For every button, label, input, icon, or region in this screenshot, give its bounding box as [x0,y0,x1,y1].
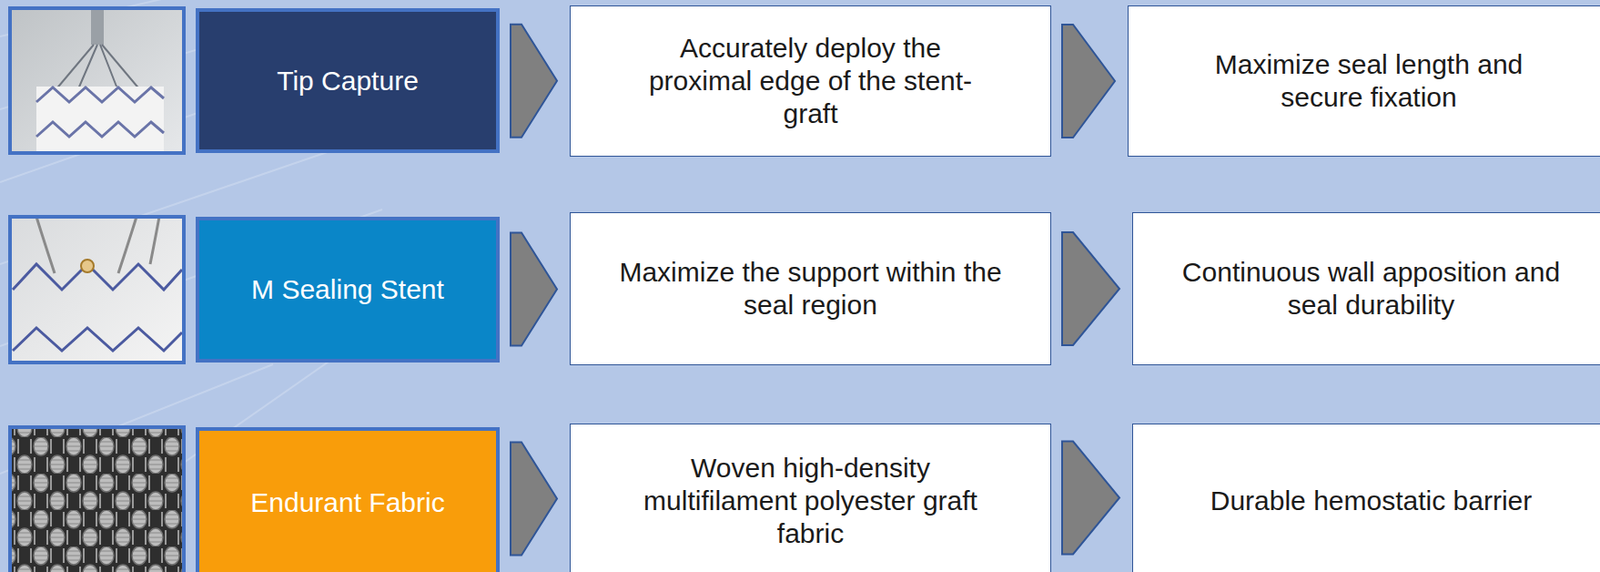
box-text: Maximize seal length and secure fixation [1214,48,1524,114]
sealing-stent-photo [10,216,184,363]
feature-label-box: Endurant Fabric [195,426,500,572]
chevron-arrow [510,24,557,138]
description-box: Woven high-density multifilament polyest… [569,423,1052,572]
description-box: Durable hemostatic barrier [1132,423,1600,572]
box-text: Woven high-density multifilament polyest… [642,451,980,550]
box-text: Accurately deploy the proximal edge of t… [647,31,975,131]
feature-label-box: Tip Capture [195,8,500,153]
box-text: Tip Capture [276,64,419,98]
chevron-arrow [1062,232,1120,345]
description-box: Continuous wall apposition and seal dura… [1132,212,1600,365]
description-box: Accurately deploy the proximal edge of t… [569,5,1052,157]
tip-capture-photo [10,8,184,153]
chevron-arrow [510,232,557,346]
box-text: Durable hemostatic barrier [1210,484,1532,517]
box-text: Endurant Fabric [250,486,445,519]
description-box: Maximize seal length and secure fixation [1127,5,1600,157]
fabric-photo [10,426,184,572]
description-box: Maximize the support within the seal reg… [569,212,1052,365]
chevron-arrow [1062,24,1115,138]
feature-label-box: M Sealing Stent [195,216,500,363]
box-text: Maximize the support within the seal reg… [610,255,1012,322]
chevron-arrow [1062,441,1120,555]
chevron-arrow [510,442,557,556]
box-text: Continuous wall apposition and seal dura… [1171,255,1572,322]
box-text: M Sealing Stent [251,273,445,306]
